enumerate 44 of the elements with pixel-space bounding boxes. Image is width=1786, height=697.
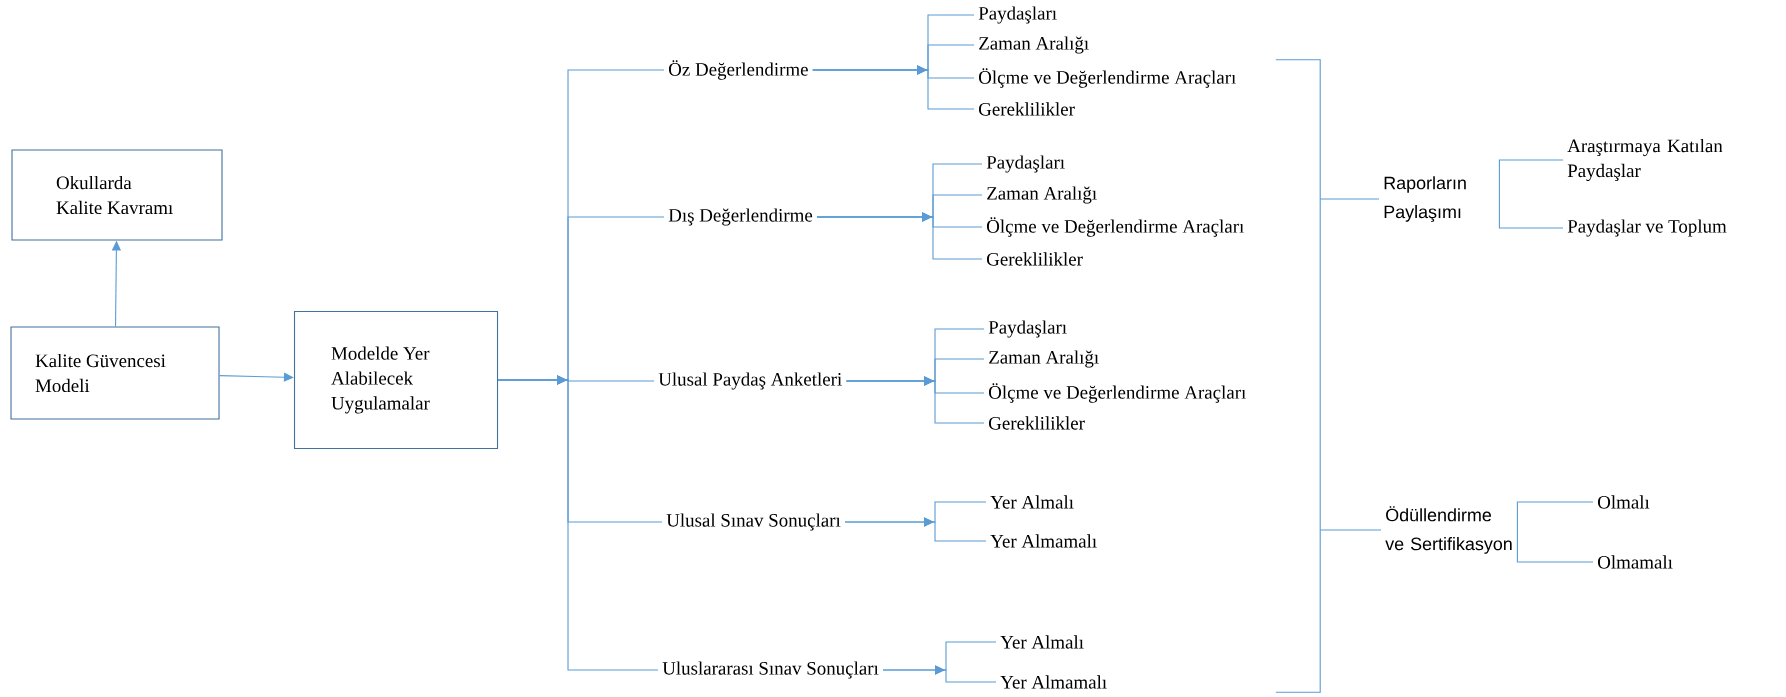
label-text: Ölçme ve Değerlendirme Araçları: [979, 68, 1236, 88]
label-text: Ölçme ve Değerlendirme Araçları: [989, 383, 1246, 403]
bracket-line: [1498, 198, 1564, 229]
arrow: [219, 372, 294, 382]
label-text: Olmamalı: [1598, 555, 1673, 569]
label-text: Araştırmaya Katılan Paydaşlar: [1567, 138, 1723, 182]
bracket-line: [1516, 501, 1594, 531]
label-text: Gereklilikler: [979, 102, 1075, 116]
bracket-line: [1498, 159, 1564, 200]
label-text: Paydaşları: [978, 6, 1057, 24]
branch-arrow: [845, 376, 985, 424]
label-text: Yer Almalı: [1000, 635, 1084, 649]
label-text: Gereklilikler: [987, 252, 1083, 266]
label-text: Ölçme ve Değerlendirme Araçları: [987, 217, 1244, 237]
branch-arrow: [844, 517, 987, 542]
label-text: Paydaşları: [988, 320, 1067, 338]
label-text: Olmalı: [1598, 495, 1650, 509]
label-text: Zaman Aralığı: [987, 186, 1097, 204]
label-text: Öz Değerlendirme: [669, 60, 808, 80]
label-text: Raporların Paylaşımı: [1384, 176, 1466, 222]
label-text: Ulusal Paydaş Anketleri: [658, 372, 842, 390]
process-box: Kalite Güvencesi Modeli: [10, 326, 220, 420]
label-text: Ödüllendirme ve Sertifikasyon: [1385, 506, 1512, 554]
label-text: Zaman Aralığı: [979, 36, 1089, 54]
label-text: Zaman Aralığı: [989, 350, 1099, 368]
label-text: Dış Değerlendirme: [668, 208, 813, 226]
label-text: Yer Almamalı: [1000, 675, 1107, 689]
process-box: Modelde Yer Alabilecek Uygulamalar: [293, 310, 499, 450]
process-box: Okullarda Kalite Kavramı: [11, 149, 223, 241]
bracket-line: [1319, 198, 1380, 200]
label-text: Paydaşları: [986, 155, 1065, 173]
label-text: Paydaşlar ve Toplum: [1567, 219, 1727, 237]
label-text: Ulusal Sınav Sonuçları: [666, 513, 841, 531]
label-text: Yer Almamalı: [990, 534, 1097, 548]
label-text: Gereklilikler: [989, 416, 1085, 430]
bracket: [1275, 59, 1321, 693]
branch-arrow: [816, 212, 983, 260]
branch-arrow: [882, 665, 997, 683]
branch-arrow: [497, 375, 659, 671]
branch-arrow: [812, 65, 975, 110]
label-text: Uluslararası Sınav Sonuçları: [662, 661, 879, 679]
bracket-line: [1516, 529, 1594, 563]
label-text: Yer Almalı: [990, 495, 1074, 509]
bracket-line: [1319, 529, 1382, 531]
